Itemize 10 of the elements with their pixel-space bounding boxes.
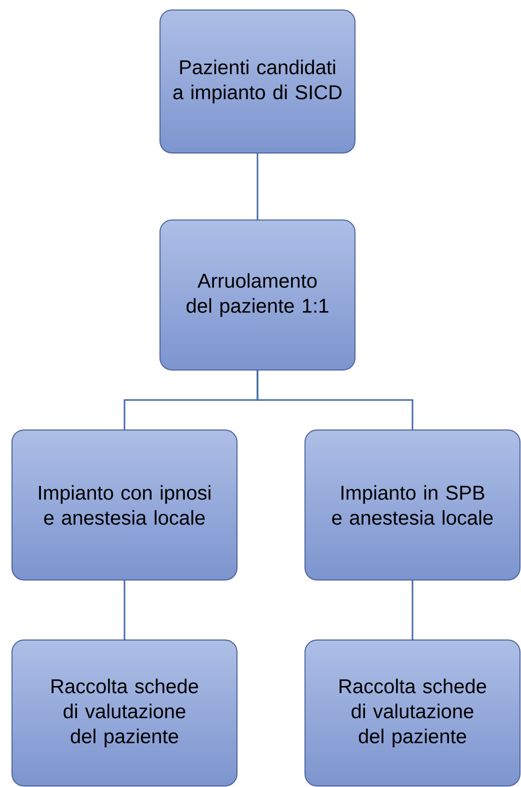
connector-line: [256, 370, 414, 430]
connector-line: [412, 580, 414, 640]
process-box: Pazienti candidati a impianto di SICD: [160, 10, 356, 154]
process-box: Impianto con ipnosi e anestesia locale: [12, 430, 238, 580]
process-box: Arruolamento del paziente 1:1: [160, 220, 356, 370]
process-box: Raccolta schede di valutazione del paziente: [304, 640, 520, 786]
process-box: Impianto in SPB e anestesia locale: [304, 430, 520, 580]
process-box: Raccolta schede di valutazione del paziente: [12, 640, 238, 786]
connector-line: [256, 154, 258, 220]
connector-line: [124, 580, 126, 640]
